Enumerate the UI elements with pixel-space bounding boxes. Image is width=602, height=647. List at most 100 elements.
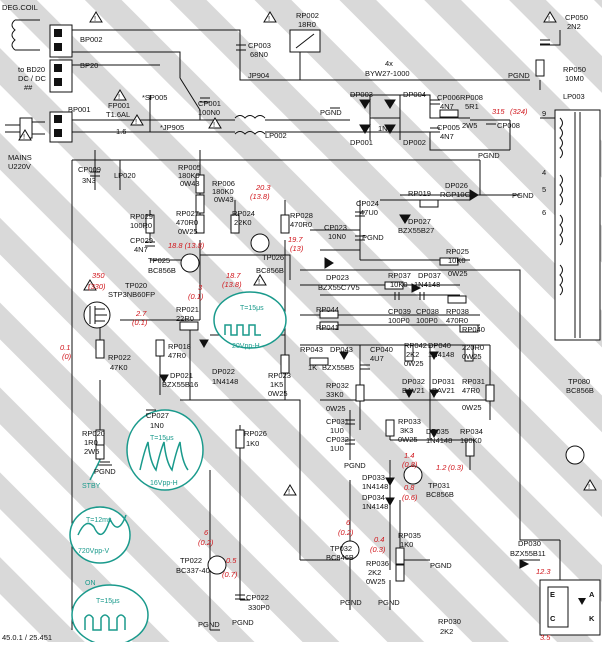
label-v197: 19.7 [288, 235, 303, 244]
label-dp026: DP026 [445, 181, 468, 190]
label-rp008-value: 5R1 [465, 102, 479, 111]
label-rp023-power: 0W25 [268, 389, 288, 398]
svg-text:!: ! [268, 14, 270, 23]
label-dp021: DP021 [170, 371, 193, 380]
label-v138: (13.8) [250, 192, 270, 201]
label-rp020-power: 2W5 [84, 447, 99, 456]
label-rp033: RP033 [398, 417, 421, 426]
label-fp001: FP001 [108, 101, 130, 110]
label-rp044: RP044 [316, 305, 339, 314]
label-v13: (13) [290, 244, 304, 253]
label-tp025: TP025 [148, 256, 170, 265]
label-dp043-part: BZX55B5 [322, 363, 354, 372]
label-rp035: RP035 [398, 531, 421, 540]
label-tp020-part: STP3NB60FP [108, 290, 155, 299]
label-cp009-value: 3N3 [82, 176, 96, 185]
label-cp022: CP022 [246, 593, 269, 602]
label-dp002: DP002 [403, 138, 426, 147]
label-rp030: RP030 [438, 617, 461, 626]
capacitors [90, 39, 550, 600]
label-cp009: CP009 [78, 165, 101, 174]
label-dp040-part: 1N4148 [428, 350, 454, 359]
label-cp029: CP029 [130, 236, 153, 245]
label-dp003: DP003 [350, 90, 373, 99]
label-opto-k: K [589, 614, 595, 623]
label-cp031: CP031 [326, 417, 349, 426]
label-rp008: RP008 [460, 93, 483, 102]
label-rp019: RP019 [408, 189, 431, 198]
label-dp023: DP023 [326, 273, 349, 282]
label-dp027: DP027 [408, 217, 431, 226]
label-dp032-part: BAV21 [402, 386, 425, 395]
label-rp022-value: 47K0 [110, 363, 128, 372]
label-v27: 2.7 [135, 309, 147, 318]
label-rp027-value: 470R0 [176, 218, 198, 227]
waveform3-period: T=12ms [86, 517, 112, 524]
label-tp032: TP032 [330, 544, 352, 553]
label-dp033: DP033 [362, 473, 385, 482]
label-rp029-value: 100R0 [130, 221, 152, 230]
label-v01: (0.1) [188, 292, 204, 301]
svg-text:!: ! [548, 14, 550, 23]
label-rp041: RP041 [316, 323, 339, 332]
label-rp006: RP006 [212, 179, 235, 188]
label-v324: (324) [510, 107, 528, 116]
label-rp027-power: 0W25 [178, 227, 198, 236]
connector-bp002 [49, 24, 73, 58]
label-rp006-power: 0W43 [214, 195, 234, 204]
label-tp022: TP022 [180, 556, 202, 565]
label-rp038-value: 470R0 [446, 316, 468, 325]
label-v14: 1.4 [404, 451, 414, 460]
label-rp021-value: 22R0 [176, 314, 194, 323]
label-rp025-value: 10K0 [448, 256, 466, 265]
svg-text:!: ! [288, 487, 290, 496]
label-cp027-value: 1N0 [150, 421, 164, 430]
label-dp032: DP032 [402, 377, 425, 386]
lp002-choke [234, 115, 266, 135]
label-dp001: DP001 [350, 138, 373, 147]
label-opto-e: E [550, 590, 555, 599]
label-cp005-value: 4N7 [440, 132, 454, 141]
label-rp043-value: 1K [308, 363, 317, 372]
label-rp026: RP026 [244, 429, 267, 438]
waveform2-period: T=15μs [150, 435, 174, 442]
label-jp905: *JP905 [160, 123, 184, 132]
svg-text:!: ! [94, 14, 96, 23]
label-cp024-value: 47U0 [360, 208, 378, 217]
waveform-traces [77, 324, 261, 631]
label-v03b: (0.3) [370, 545, 386, 554]
waveform-on-label: ON [85, 580, 96, 587]
label-rp005: RP005 [178, 163, 201, 172]
label-cp040: CP040 [370, 345, 393, 354]
label-rp042: RP042 [404, 341, 427, 350]
label-rp005-value: 180K0 [178, 171, 200, 180]
label-rp020: RP020 [82, 429, 105, 438]
connector-bp001 [49, 111, 73, 143]
label-dp033-part: 1N4148 [362, 482, 388, 491]
label-fp001-value: 1.6 [116, 127, 126, 136]
label-rp028: RP028 [290, 211, 313, 220]
label-dp037: DP037 [418, 271, 441, 280]
label-v07: (0.7) [222, 570, 238, 579]
label-hash: ## [24, 83, 33, 92]
label-rp040: RP040 [462, 325, 485, 334]
label-pgnd-right: PGND [508, 71, 530, 80]
label-opto-c: C [550, 614, 556, 623]
label-tp080: TP080 [568, 377, 590, 386]
label-deg-coil: DEG.COIL [2, 3, 38, 12]
label-cp006-value: 4N7 [440, 102, 454, 111]
label-cp023: CP023 [324, 223, 347, 232]
label-v06: (0.6) [402, 493, 418, 502]
label-rp005-power: 0W43 [180, 179, 200, 188]
label-rp034: RP034 [460, 427, 483, 436]
svg-text:!: ! [258, 277, 260, 286]
label-cp039-value: 100P0 [388, 316, 410, 325]
label-dp022: DP022 [212, 367, 235, 376]
label-cp032-value: 1U0 [330, 444, 344, 453]
label-rp032-power: 0W25 [326, 404, 346, 413]
label-rp034-value: 100K0 [460, 436, 482, 445]
label-v02-left: (0.2) [198, 538, 214, 547]
label-cp038: CP038 [416, 307, 439, 316]
transformer [554, 109, 601, 341]
